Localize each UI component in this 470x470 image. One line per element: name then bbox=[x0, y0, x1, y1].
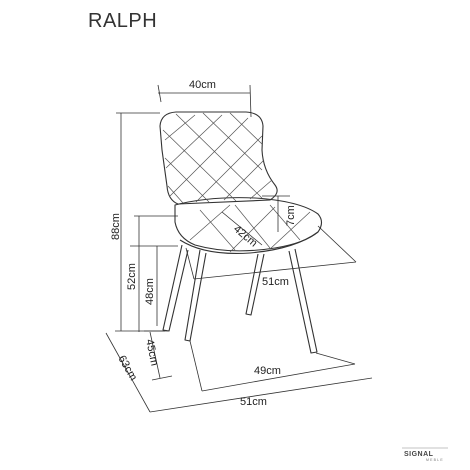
dim-label-total-width: 51cm bbox=[240, 396, 267, 408]
dim-line-seat-depth bbox=[221, 211, 263, 246]
dim-line-seat-width bbox=[193, 261, 357, 280]
chair-leg-back-left bbox=[184, 249, 207, 342]
dim-label-total-height: 88cm bbox=[110, 213, 122, 240]
product-title: RALPH bbox=[88, 10, 158, 32]
dim-label-seat-width: 51cm bbox=[262, 276, 289, 288]
chair-leg-front-left bbox=[162, 244, 189, 332]
dimension-labels: 40cm 88cm 7cm 42cm 51cm 52cm 48cm 45cm 4… bbox=[110, 79, 297, 408]
dim-line-leg-depth bbox=[149, 331, 161, 379]
dim-label-base-width: 49cm bbox=[254, 365, 281, 377]
dim-line-base-width bbox=[201, 363, 356, 392]
chair-leg-front-right bbox=[245, 253, 265, 316]
dim-line-total-width bbox=[149, 377, 373, 413]
dim-label-seat-height-front: 48cm bbox=[144, 278, 156, 305]
dim-label-backrest-width: 40cm bbox=[189, 79, 216, 91]
signal-logo: SIGNAL MEBLE bbox=[402, 447, 448, 462]
dim-label-seat-height-back: 52cm bbox=[126, 263, 138, 290]
dim-label-leg-depth: 45cm bbox=[143, 338, 160, 367]
chair-quilting bbox=[162, 112, 311, 253]
svg-text:SIGNAL: SIGNAL bbox=[404, 451, 434, 458]
dim-label-total-depth: 63cm bbox=[115, 354, 139, 383]
dim-label-armrest-height: 7cm bbox=[285, 205, 297, 226]
dimension-lines bbox=[105, 84, 373, 413]
chair-outline bbox=[159, 111, 323, 354]
svg-text:MEBLE: MEBLE bbox=[426, 458, 444, 462]
chair-seat-underside bbox=[179, 231, 319, 254]
chair-backrest bbox=[159, 111, 278, 205]
dim-line-total-depth bbox=[105, 332, 151, 413]
chair-leg-back-right bbox=[288, 248, 318, 354]
